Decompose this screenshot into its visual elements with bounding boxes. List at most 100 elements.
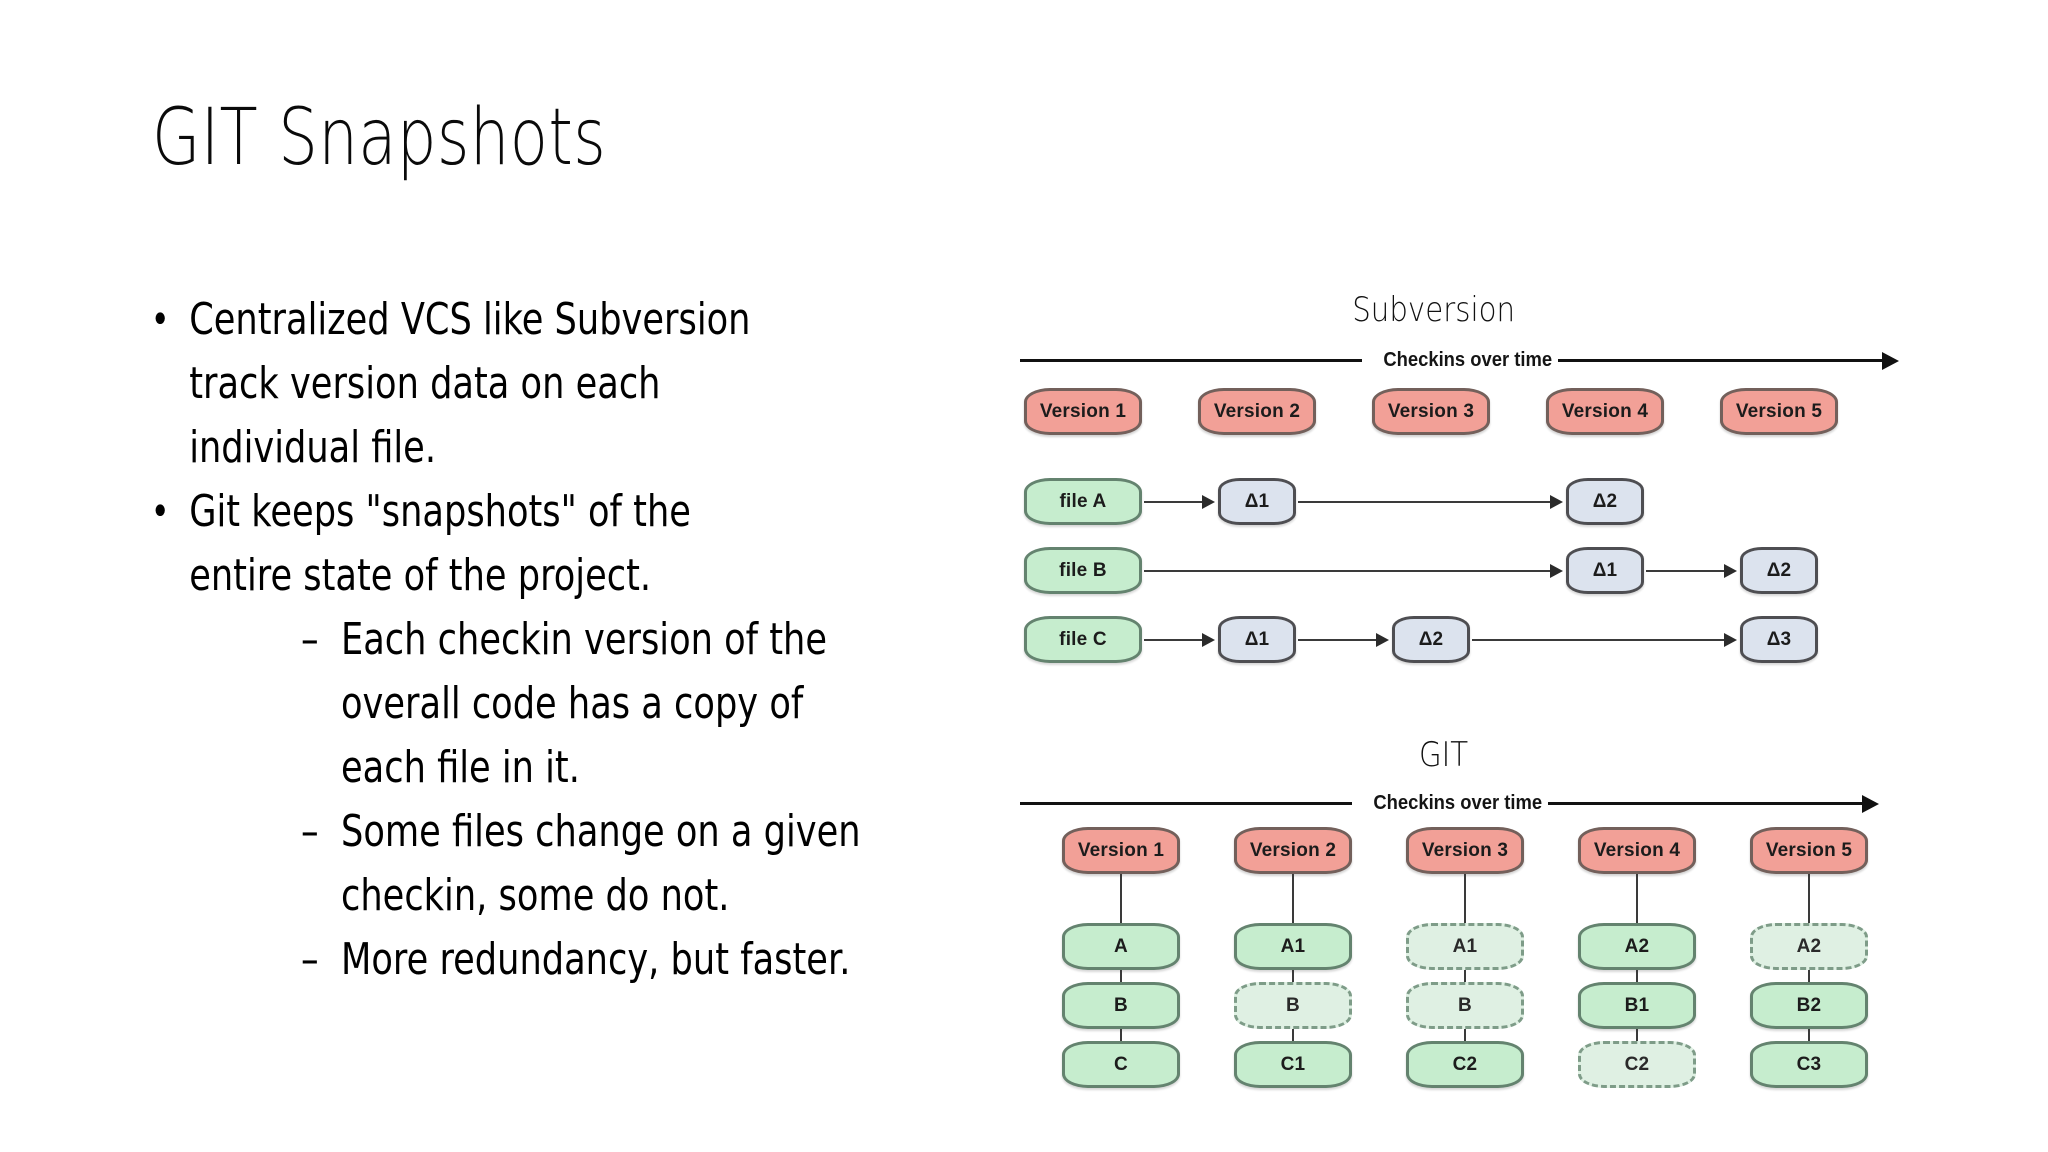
flow-arrow (1144, 500, 1204, 503)
file-connector (1292, 970, 1294, 982)
version-node: Version 2 (1198, 388, 1316, 435)
bullet-item: • Git keeps "snapshots" of the entire stat… (146, 480, 818, 608)
flow-arrow (1144, 638, 1204, 641)
subversion-diagram: Subversion Checkins over time Version 1 V… (1020, 290, 1920, 710)
file-node-unchanged: C2 (1578, 1041, 1696, 1088)
file-node: file A (1024, 478, 1142, 525)
version-node: Version 3 (1372, 388, 1490, 435)
version-to-file-connector (1464, 874, 1466, 923)
file-connector (1464, 970, 1466, 982)
dash-marker-icon: – (301, 934, 319, 985)
file-connector (1464, 1029, 1466, 1041)
version-node: Version 4 (1578, 827, 1696, 874)
axis-line-right (1548, 802, 1862, 805)
bullet-line: each file in it. (341, 742, 580, 793)
axis-label: Checkins over time (1382, 349, 1552, 371)
bullet-line: entire state of the project. (189, 550, 652, 601)
bullet-text: Some files change on a given checkin, som… (338, 800, 861, 928)
page-title: GIT Snapshots (152, 93, 607, 183)
arrow-head-icon (1882, 352, 1899, 370)
version-to-file-connector (1808, 874, 1810, 923)
delta-node: Δ2 (1566, 478, 1644, 525)
file-node: A (1062, 923, 1180, 970)
delta-node: Δ1 (1566, 547, 1644, 594)
bullet-line: individual file. (189, 422, 437, 473)
delta-node: Δ2 (1392, 616, 1470, 663)
bullet-text: Each checkin version of the overall code … (338, 608, 849, 800)
version-to-file-connector (1120, 874, 1122, 923)
bullet-text: Git keeps "snapshots" of the entire state… (183, 480, 818, 608)
version-node: Version 4 (1546, 388, 1664, 435)
arrow-head-icon (1376, 632, 1389, 647)
file-node: C1 (1234, 1041, 1352, 1088)
file-node: file B (1024, 547, 1142, 594)
version-node: Version 2 (1234, 827, 1352, 874)
file-node-unchanged: A1 (1406, 923, 1524, 970)
arrow-head-icon (1550, 563, 1563, 578)
file-connector (1808, 1029, 1810, 1041)
arrow-head-icon (1550, 494, 1563, 509)
file-node-unchanged: B (1406, 982, 1524, 1029)
file-node: B2 (1750, 982, 1868, 1029)
flow-arrow (1472, 638, 1726, 641)
delta-node: Δ2 (1740, 547, 1818, 594)
arrow-head-icon (1862, 795, 1879, 813)
file-node: B1 (1578, 982, 1696, 1029)
file-connector (1636, 1029, 1638, 1041)
bullet-line: track version data on each (189, 358, 661, 409)
version-node: Version 5 (1720, 388, 1838, 435)
body-text-block: • Centralized VCS like Subversion track ve… (146, 288, 986, 992)
subversion-diagram-title: Subversion (1351, 290, 1515, 330)
sub-bullet-item: –More redundancy, but faster. (301, 928, 850, 992)
bullet-line: Git keeps "snapshots" of the (189, 486, 691, 537)
version-node: Version 1 (1024, 388, 1142, 435)
git-diagram-title: GIT (1419, 735, 1469, 775)
bullet-line: Some files change on a given (341, 806, 861, 857)
axis-label: Checkins over time (1372, 792, 1542, 814)
version-node: Version 5 (1750, 827, 1868, 874)
bullet-marker-icon: • (150, 489, 170, 535)
git-diagram: GIT Checkins over time Version 1 Version … (1020, 735, 1920, 1145)
file-connector (1120, 970, 1122, 982)
flow-arrow (1298, 638, 1378, 641)
file-connector (1292, 1029, 1294, 1041)
delta-node: Δ3 (1740, 616, 1818, 663)
bullet-line: checkin, some do not. (341, 870, 730, 921)
delta-node: Δ1 (1218, 616, 1296, 663)
flow-arrow (1298, 500, 1552, 503)
file-connector (1636, 970, 1638, 982)
file-node-unchanged: A2 (1750, 923, 1868, 970)
subversion-time-axis: Checkins over time (1020, 347, 1920, 373)
arrow-head-icon (1724, 632, 1737, 647)
axis-line-left (1020, 802, 1352, 805)
flow-arrow (1144, 569, 1552, 572)
file-node: C3 (1750, 1041, 1868, 1088)
bullet-line: Centralized VCS like Subversion (189, 294, 751, 345)
sub-bullet-item: –Some files change on a given checkin, so… (301, 800, 861, 928)
axis-line-right (1558, 359, 1882, 362)
bullet-line: Each checkin version of the (341, 614, 827, 665)
file-node: C (1062, 1041, 1180, 1088)
bullet-text: More redundancy, but faster. (338, 928, 850, 992)
arrow-head-icon (1202, 632, 1215, 647)
git-time-axis: Checkins over time (1020, 790, 1900, 816)
file-connector (1120, 1029, 1122, 1041)
bullet-text: Centralized VCS like Subversion track ver… (183, 288, 818, 480)
flow-arrow (1646, 569, 1726, 572)
delta-node: Δ1 (1218, 478, 1296, 525)
file-node: C2 (1406, 1041, 1524, 1088)
dash-marker-icon: – (301, 806, 319, 857)
file-node-unchanged: B (1234, 982, 1352, 1029)
version-node: Version 3 (1406, 827, 1524, 874)
axis-line-left (1020, 359, 1362, 362)
arrow-head-icon (1724, 563, 1737, 578)
file-node: A1 (1234, 923, 1352, 970)
bullet-line: overall code has a copy of (341, 678, 804, 729)
file-node: B (1062, 982, 1180, 1029)
file-connector (1808, 970, 1810, 982)
version-to-file-connector (1292, 874, 1294, 923)
version-node: Version 1 (1062, 827, 1180, 874)
